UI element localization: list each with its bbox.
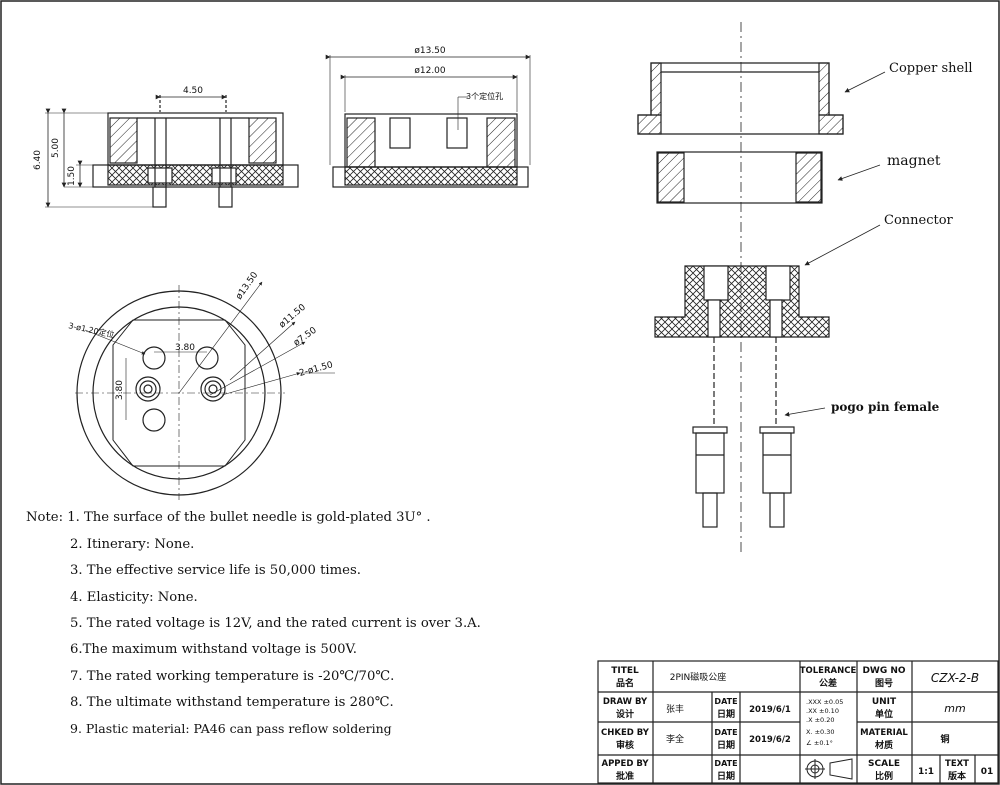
- dim-locate-holes: 3-ø1.20定位: [68, 320, 116, 339]
- label-pogo-pin: pogo pin female: [831, 400, 940, 414]
- tb-unit: mm: [944, 702, 965, 715]
- dim-pitch-h: 3.80: [175, 343, 195, 353]
- note-line: 7. The rated working temperature is -20℃…: [70, 669, 395, 684]
- tb-checked-hdr-cn: 审核: [616, 739, 634, 751]
- note-line: 9. Plastic material: PA46 can pass reflo…: [70, 721, 392, 736]
- dim-plan-outer: ø13.50: [234, 270, 260, 302]
- tb-material-hdr-cn: 材质: [874, 739, 893, 751]
- tb-tol-row-3: .X ±0.20: [806, 716, 835, 724]
- dim-height-body: 5.00: [51, 138, 61, 158]
- tb-date-hdr-cn-1: 日期: [717, 708, 735, 720]
- side-view-right: [325, 54, 531, 188]
- tb-rev: 01: [981, 767, 994, 777]
- tb-tol-row-4: X. ±0.30: [806, 728, 835, 736]
- dim-hole-note: 3个定位孔: [466, 91, 503, 101]
- tb-approved-hdr-cn: 批准: [616, 770, 634, 782]
- tb-scale: 1:1: [918, 767, 934, 777]
- tb-tol-hdr-cn: 公差: [819, 677, 837, 689]
- note-line: 5. The rated voltage is 12V, and the rat…: [70, 616, 481, 631]
- tb-unit-hdr-cn: 单位: [875, 708, 893, 720]
- tb-checked-by: 李全: [666, 733, 684, 745]
- tb-dwg-hdr: DWG NO: [862, 666, 905, 676]
- note-line: 8. The ultimate withstand temperature is…: [70, 695, 394, 710]
- tb-tol-hdr: TOLERANCE: [800, 666, 857, 676]
- dim-height-flange: 1.50: [67, 166, 77, 186]
- note-line: 6.The maximum withstand voltage is 500V.: [70, 642, 357, 657]
- projection-symbol-icon: [805, 758, 853, 780]
- plan-view: [75, 281, 335, 500]
- tb-rev-hdr: TEXT: [945, 759, 969, 769]
- note-line: 3. The effective service life is 50,000 …: [70, 563, 361, 578]
- tb-date-hdr-cn-2: 日期: [717, 739, 735, 751]
- dim-height-total: 6.40: [33, 150, 43, 170]
- tb-scale-hdr-cn: 比例: [875, 770, 893, 782]
- exploded-view: [637, 22, 886, 555]
- dim-width: 4.50: [183, 86, 203, 96]
- tb-date-hdr-1: DATE: [714, 697, 737, 706]
- tb-tol-row-1: .XXX ±0.05: [806, 698, 843, 706]
- tb-material: 铜: [940, 733, 949, 745]
- label-copper-shell: Copper shell: [889, 61, 973, 76]
- label-magnet: magnet: [887, 153, 941, 169]
- tb-unit-hdr: UNIT: [872, 697, 897, 707]
- tb-checked-hdr: CHKED BY: [601, 728, 650, 738]
- dim-plan-mid: ø11.50: [278, 302, 309, 330]
- tb-approved-hdr: APPED BY: [601, 759, 649, 769]
- tb-dwg-no: CZX-2-B: [931, 671, 979, 685]
- tb-date-hdr-3: DATE: [714, 759, 737, 768]
- tb-scale-hdr: SCALE: [868, 759, 900, 769]
- tb-date-2: 2019/6/2: [749, 735, 791, 745]
- dim-outer-dia: ø13.50: [414, 46, 446, 56]
- side-view-left: [45, 94, 299, 208]
- tb-date-1: 2019/6/1: [749, 705, 791, 715]
- tb-material-hdr: MATERIAL: [860, 728, 908, 738]
- tb-rev-hdr-cn: 版本: [947, 770, 967, 782]
- tb-date-hdr-2: DATE: [714, 728, 737, 737]
- pogo-pin-left: [692, 426, 728, 528]
- tb-tol-row-2: .XX ±0.10: [806, 707, 839, 715]
- note-line: 2. Itinerary: None.: [70, 537, 195, 552]
- note-line: Note: 1. The surface of the bullet needl…: [26, 510, 431, 525]
- tb-title-hdr: TITEL: [611, 666, 639, 676]
- title-block: TITEL 品名 2PIN磁吸公座 TOLERANCE 公差 DWG NO 图号…: [597, 660, 999, 784]
- tb-drawn-hdr: DRAW BY: [603, 697, 648, 707]
- tb-date-hdr-cn-3: 日期: [717, 770, 735, 782]
- tb-title-val: 2PIN磁吸公座: [670, 671, 727, 683]
- tb-tol-row-5: ∠ ±0.1°: [806, 739, 833, 747]
- dim-plan-in: ø7.50: [292, 325, 319, 348]
- dim-pitch-v: 3.80: [115, 380, 125, 400]
- pogo-pin-right: [759, 426, 795, 528]
- tb-title-hdr-cn: 品名: [616, 677, 634, 689]
- label-connector: Connector: [884, 213, 954, 228]
- note-line: 4. Elasticity: None.: [70, 590, 198, 605]
- tb-drawn-hdr-cn: 设计: [616, 708, 634, 720]
- tb-drawn-by: 张丰: [666, 703, 684, 715]
- dim-pin-holes: 2-ø1.50: [298, 360, 334, 379]
- dim-inner-dia: ø12.00: [414, 66, 446, 76]
- tb-dwg-hdr-cn: 图号: [875, 678, 893, 689]
